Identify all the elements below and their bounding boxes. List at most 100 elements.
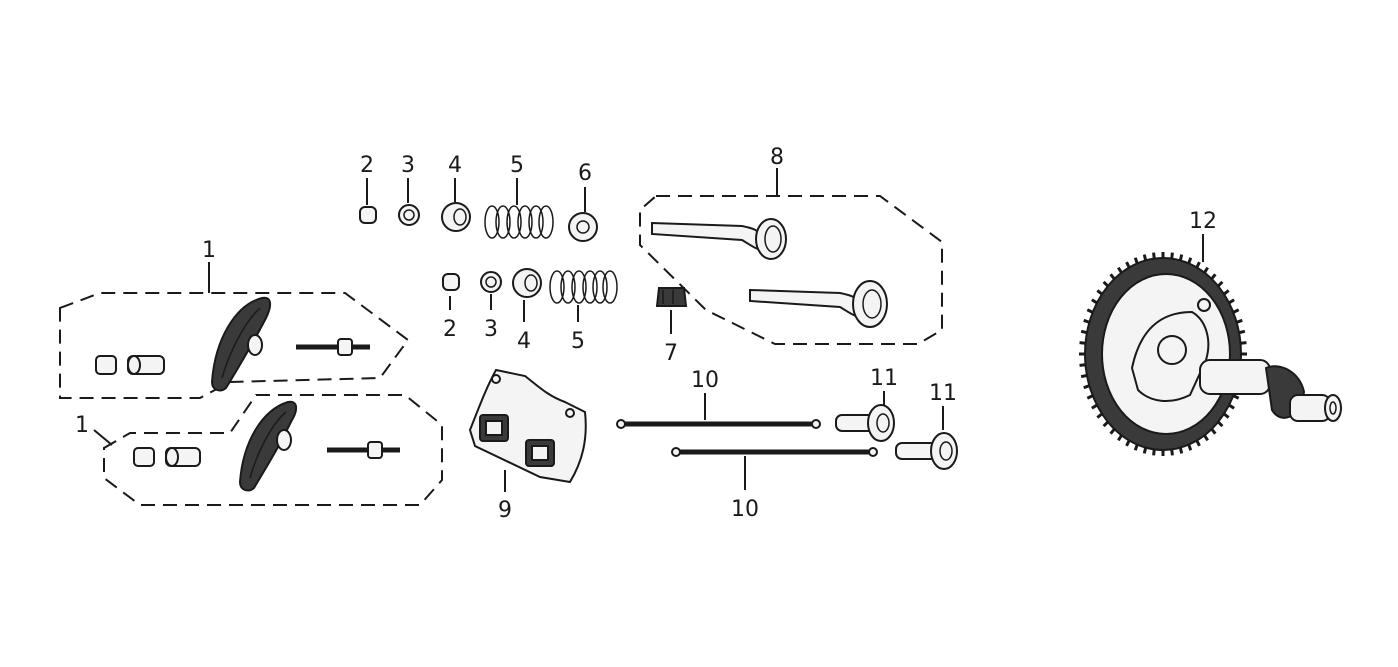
rocker-pivot-upper [247,334,263,356]
retainer-bottom-label: 4 [517,329,531,354]
gear-tooth [1178,447,1184,454]
gear-tooth [1086,308,1094,314]
gear-tooth [1238,329,1246,335]
guide-plate: 9 [468,368,587,523]
intake-valve [651,218,787,260]
gear-tooth [1232,394,1240,400]
gear-tooth [1080,329,1088,335]
gear-tooth [1102,280,1109,288]
gear-tooth [1236,318,1243,324]
guide-plate-label: 9 [498,498,512,523]
collet-top [359,206,377,224]
gear-tooth [1142,447,1148,454]
seal-label: 7 [664,341,678,366]
gear-tooth [1091,298,1098,305]
rocker-upper-outline [59,292,410,399]
gear-tooth [1096,289,1103,296]
gear-tooth [1170,449,1174,456]
valve-stem-seal [655,287,688,307]
gear-tooth [1125,261,1131,269]
gear-tooth [1079,363,1086,367]
tappet-lower-label: 11 [929,381,957,406]
valve-spring-bottom [549,270,618,304]
rotator-bottom [480,271,502,293]
gear-tooth [1187,257,1193,264]
gear-tooth [1217,280,1224,288]
rocker-arm-upper [210,296,272,392]
gear-tooth [1109,273,1116,280]
tappet-upper [835,404,895,442]
gear-tooth [1195,439,1201,447]
gear-tooth [1083,384,1090,390]
pushrod-lower-label: 10 [731,497,759,522]
rocker-lower-leader [93,429,113,446]
gear-tooth [1086,394,1094,400]
gear-tooth [1079,341,1086,345]
valves-label: 8 [770,145,784,170]
gear-tooth [1152,449,1156,456]
gear-tooth [1083,318,1090,324]
gear-tooth [1133,257,1139,264]
tappets: 11 11 [835,366,958,470]
gear-tooth [1203,434,1209,442]
spring-bottom-label: 5 [571,329,585,354]
sleeve-lower-end [165,447,179,467]
pushrods: 10 10 [616,368,878,522]
gear-tooth [1117,266,1123,274]
seat-label: 6 [578,161,592,186]
stud-upper-collar [337,338,353,356]
rotator-top-label: 3 [401,153,415,178]
valve-spring-top [484,205,554,239]
gear-tooth [1091,403,1098,410]
pushrod-upper-label: 10 [691,368,719,393]
rocker-arm-lower [238,400,298,492]
rocker-assembly-lower: 1 [75,394,443,506]
gear-tooth [1210,428,1217,435]
valve-set: 8 [639,145,943,345]
gear-tooth [1223,412,1230,419]
gear-tooth [1152,252,1156,259]
rocker-lower-label: 1 [75,413,89,438]
gear-tooth [1228,403,1235,410]
gear-tooth [1228,298,1235,305]
gear-tooth [1125,439,1131,447]
stud-lower-collar [367,441,383,459]
gear-tooth [1142,254,1148,261]
gear-tooth [1170,252,1174,259]
tappet-lower [895,432,958,470]
exhaust-valve [749,280,888,328]
gear-tooth [1210,273,1217,280]
tappet-upper-label: 11 [870,366,898,391]
camshaft-label: 12 [1189,209,1217,234]
retainer-top-label: 4 [448,153,462,178]
collet-top-label: 2 [360,153,374,178]
nut-lower [133,447,155,467]
gear-tooth [1102,420,1109,428]
valve-seat-washer [568,212,598,242]
gear-tooth [1217,420,1224,428]
rotator-top [398,204,420,226]
valve-train-top-row: 2 3 4 5 6 [359,153,598,242]
gear-tooth [1133,444,1139,451]
camshaft-assembly: 12 [1079,209,1342,456]
sleeve-upper-end [127,355,141,375]
gear-tooth [1096,412,1103,419]
gear-tooth [1187,444,1193,451]
collet-bottom [442,273,460,291]
gear-tooth [1203,266,1209,274]
rocker-assembly-upper: 1 [59,238,410,399]
gear-tooth [1240,341,1247,345]
rocker-upper-label: 1 [202,238,216,263]
rocker-lower-outline [103,394,443,506]
gear-tooth [1195,261,1201,269]
valve-train-bottom-row: 2 3 4 5 7 [442,268,688,366]
nut-upper [95,355,117,375]
collet-bottom-label: 2 [443,317,457,342]
gear-tooth [1178,254,1184,261]
gear-tooth [1109,428,1116,435]
gear-tooth [1232,308,1240,314]
gear-tooth [1080,373,1088,379]
gear-tooth [1223,289,1230,296]
